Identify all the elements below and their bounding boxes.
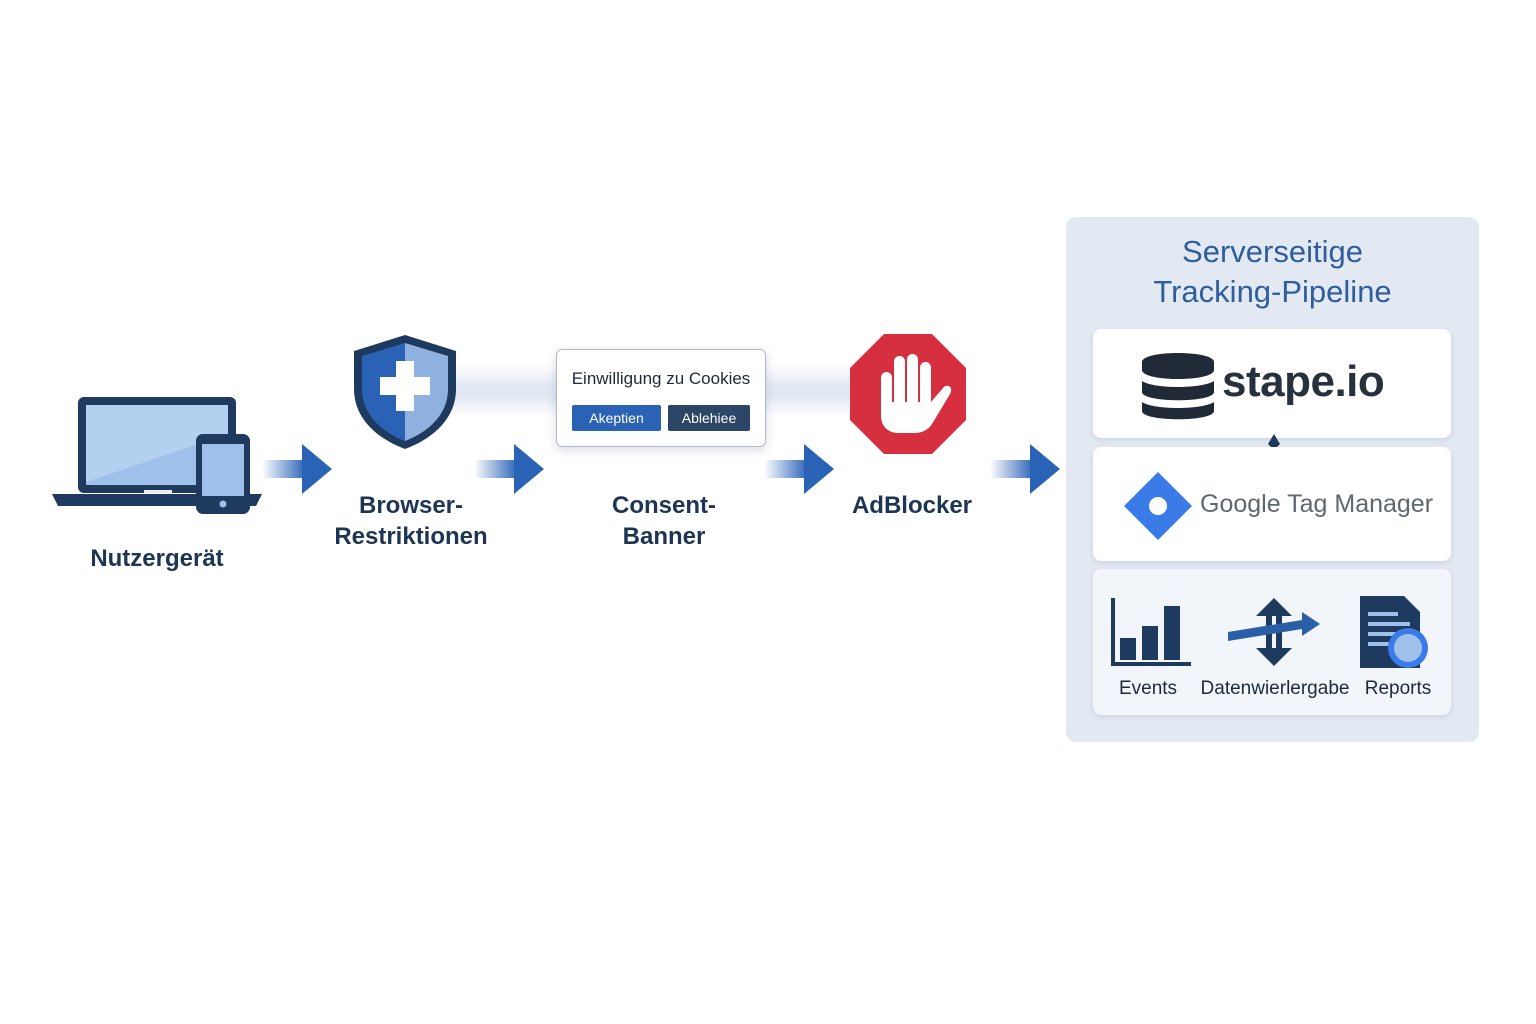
- step-label-consent: Consent- Banner: [612, 492, 716, 550]
- tool-label-events: Events: [1118, 678, 1178, 699]
- consent-title: Einwilligung zu Cookies: [571, 369, 751, 388]
- bar-chart-icon: [1111, 598, 1191, 666]
- stape-logo-icon: [1142, 353, 1214, 420]
- connector-band-left: [452, 364, 562, 418]
- gtm-text: Google Tag Manager: [1200, 490, 1434, 518]
- report-icon: [1360, 596, 1428, 668]
- stape-logo-text: stape.io: [1222, 357, 1385, 406]
- accept-button[interactable]: Akeptien: [572, 405, 661, 431]
- step-label-device: Nutzergerät: [90, 545, 224, 572]
- reject-button[interactable]: Ablehiee: [668, 405, 750, 431]
- laptop-phone-icon: [52, 397, 262, 514]
- step-label-browser: Browser- Restriktionen: [334, 492, 488, 550]
- arrow-right-icon: [262, 444, 332, 494]
- tool-label-reports: Reports: [1364, 678, 1432, 699]
- arrow-right-icon: [474, 444, 544, 494]
- stop-hand-icon: [850, 334, 966, 454]
- step-label-adblocker: AdBlocker: [851, 492, 973, 519]
- tool-label-data-transfer: Datenwierlergabe: [1200, 678, 1350, 699]
- data-transfer-icon: [1228, 598, 1320, 666]
- stape-card: [1093, 329, 1451, 438]
- consent-banner: Einwilligung zu Cookies Akeptien Ablehie…: [556, 349, 766, 447]
- shield-plus-icon: [354, 335, 456, 449]
- connector-band-right: [760, 364, 852, 418]
- pipeline-title: Serverseitige Tracking-Pipeline: [1153, 234, 1392, 309]
- gtm-logo-icon: [1124, 472, 1192, 540]
- arrow-right-icon: [764, 444, 834, 494]
- arrow-right-icon: [990, 444, 1060, 494]
